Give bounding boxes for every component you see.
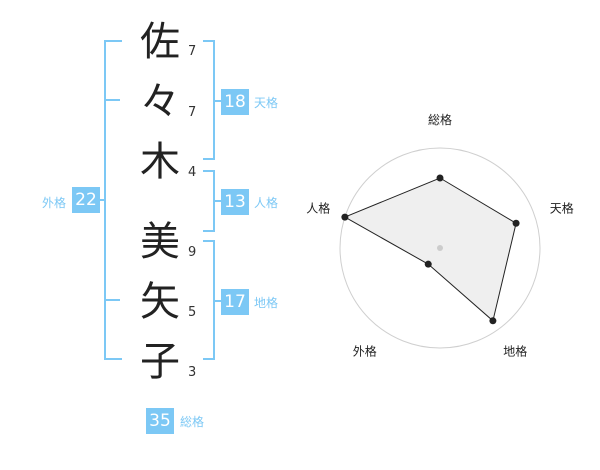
- soukaku-label: 総格: [180, 415, 205, 429]
- stroke-count-3: 4: [188, 165, 197, 180]
- stroke-count-2: 7: [188, 105, 197, 120]
- tenkaku-connector: [213, 100, 223, 102]
- stroke-count-1: 7: [188, 44, 197, 59]
- name-char-6: 子: [140, 339, 180, 385]
- radar-axis-label: 総格: [428, 112, 452, 127]
- name-char-3: 木: [140, 139, 180, 185]
- jinkaku-label: 人格: [254, 196, 279, 210]
- name-char-5: 矢: [140, 279, 180, 325]
- jinkaku-connector: [213, 200, 223, 202]
- radar-axis-label: 外格: [353, 344, 377, 359]
- soukaku-badge: 35: [146, 408, 174, 434]
- gaikaku-bracket: [104, 40, 122, 360]
- name-char-1: 佐: [140, 19, 180, 65]
- stroke-count-6: 3: [188, 365, 197, 380]
- gaikaku-label: 外格: [42, 196, 67, 210]
- chikaku-badge: 17: [221, 289, 249, 315]
- radar-data-point: [489, 317, 497, 325]
- tenkaku-badge: 18: [221, 89, 249, 115]
- radar-data-point: [424, 260, 432, 268]
- radar-center-dot: [437, 245, 443, 251]
- tenkaku-label: 天格: [254, 96, 279, 110]
- jinkaku-badge: 13: [221, 189, 249, 215]
- radar-axis-label: 天格: [550, 200, 574, 215]
- stroke-count-5: 5: [188, 305, 197, 320]
- gaikaku-tick-2: [104, 299, 120, 301]
- chikaku-label: 地格: [254, 296, 279, 310]
- radar-data-point: [341, 213, 349, 221]
- stroke-count-4: 9: [188, 245, 197, 260]
- chikaku-connector: [213, 300, 223, 302]
- radar-data-polygon: [343, 177, 517, 322]
- radar-data-point: [512, 219, 520, 227]
- radar-data-point: [436, 174, 444, 182]
- gaikaku-tick-1: [104, 99, 120, 101]
- name-char-2: 々: [140, 79, 180, 125]
- gaikaku-badge: 22: [72, 187, 100, 213]
- radar-axis-label: 人格: [306, 200, 330, 215]
- radar-axis-label: 地格: [503, 344, 527, 359]
- name-char-4: 美: [140, 219, 180, 265]
